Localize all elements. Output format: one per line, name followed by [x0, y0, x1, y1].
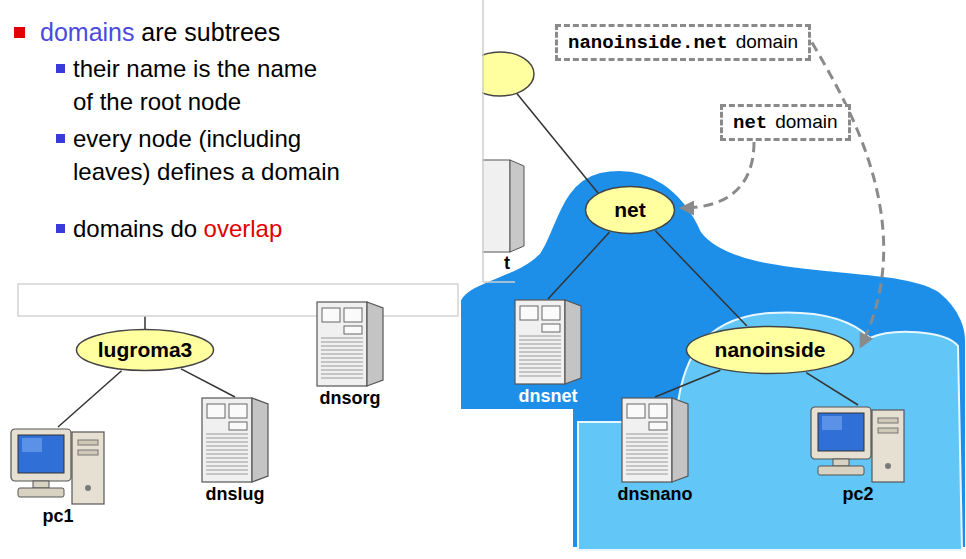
device-name: pc1	[6, 506, 110, 527]
callout-text: net	[733, 112, 767, 134]
device-name: pc2	[806, 484, 910, 505]
bullet-line: domains do overlap	[73, 212, 282, 245]
bullet-text: domains	[40, 18, 135, 46]
node-name: lugroma3	[98, 338, 193, 362]
bullet-text: their name is the name of the root node	[73, 52, 323, 118]
device-name: dnslug	[198, 484, 272, 505]
node-name: nanoinside	[715, 338, 826, 362]
tree-node: lugroma3	[75, 328, 215, 372]
bullet-line: domainsare subtrees	[40, 16, 280, 49]
tree-line	[181, 369, 235, 397]
computer-picture	[808, 404, 908, 484]
tree-line	[655, 370, 720, 397]
tree-line	[655, 231, 746, 326]
server-picture	[200, 396, 270, 484]
bullet-text: are subtrees	[141, 18, 280, 46]
callout-arrow	[812, 43, 884, 347]
nanoinside-domain-region	[578, 312, 962, 550]
server-icon: dnsorg	[313, 300, 387, 409]
tree-line	[58, 371, 122, 427]
server-name: t	[504, 252, 510, 274]
tree-line	[806, 373, 858, 405]
bullet-text: overlap	[204, 215, 283, 242]
computer-icon: pc2	[806, 404, 910, 505]
server-picture	[513, 298, 583, 386]
bullet-square	[56, 64, 65, 73]
tree-line	[514, 90, 598, 193]
server-icon: dnslug	[198, 396, 272, 505]
callout-text: domain	[736, 31, 798, 53]
bullet-text: every node (including leaves) defines a …	[73, 122, 373, 188]
device-name: dnsnano	[616, 484, 695, 505]
callout-arrow	[682, 142, 754, 208]
tree-node: net	[584, 185, 676, 235]
bullet-square	[56, 134, 65, 143]
bullet-text: domains do	[73, 215, 197, 242]
computer-icon: pc1	[6, 426, 110, 527]
callout-text: domain	[775, 111, 837, 133]
tree-line	[548, 232, 609, 299]
text-panel	[0, 0, 482, 282]
node-name: net	[614, 198, 646, 222]
panel-edge	[482, 0, 484, 282]
device-name: dnsorg	[313, 388, 387, 409]
server-icon: dnsnet	[511, 298, 585, 407]
server-icon: dnsnano	[616, 396, 695, 505]
computer-picture	[8, 426, 108, 506]
callout-box: net domain	[720, 104, 851, 141]
panel-edge	[483, 281, 515, 283]
tree-node: nanoinside	[685, 325, 855, 375]
cover-box	[18, 284, 458, 316]
callout-text: nanoinside.net	[568, 32, 728, 54]
bullet-square	[14, 27, 25, 38]
callout-box: nanoinside.net domain	[555, 24, 811, 61]
server-picture	[620, 396, 690, 484]
bullet-square	[56, 224, 65, 233]
server-picture	[315, 300, 385, 388]
device-name: dnsnet	[511, 386, 585, 407]
